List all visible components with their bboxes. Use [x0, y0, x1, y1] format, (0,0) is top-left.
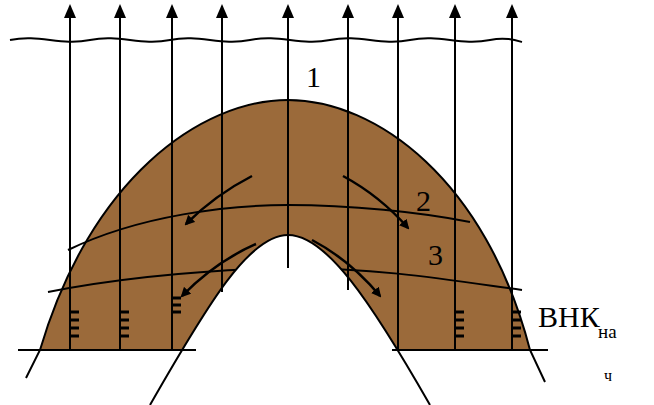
outer-arch: [26, 100, 545, 382]
perforations: [70, 298, 521, 336]
ground-surface: [10, 38, 522, 42]
callout-number: 3: [428, 240, 443, 270]
wells: [70, 6, 512, 350]
contact-subscript: ч: [604, 368, 612, 384]
water-zone: [150, 235, 430, 405]
contact-subscript: на: [598, 322, 617, 341]
flow-arrows: [182, 176, 408, 296]
contact-label: ВНК: [538, 302, 600, 332]
inner-arch: [150, 235, 430, 405]
contact-line: [18, 349, 548, 351]
callout-number: 1: [306, 62, 321, 92]
callout-number: 2: [416, 186, 431, 216]
